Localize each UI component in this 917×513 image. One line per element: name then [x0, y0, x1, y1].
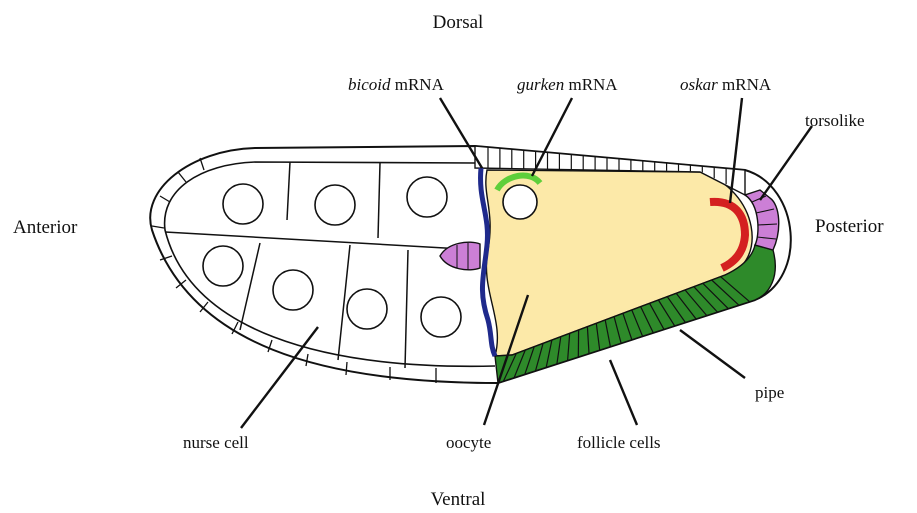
label-follicle-cells: follicle cells [577, 433, 661, 452]
label-bicoid-mrna: bicoid mRNA [348, 75, 445, 94]
label-torsolike: torsolike [805, 111, 865, 130]
label-oskar-mrna: oskar mRNA [680, 75, 772, 94]
follicle-cells-leader [610, 360, 637, 425]
label-gurken-gene: gurken [517, 75, 564, 94]
label-gurken-suffix: mRNA [564, 75, 618, 94]
label-anterior: Anterior [13, 217, 78, 238]
label-pipe: pipe [755, 383, 784, 402]
label-bicoid-gene: bicoid [348, 75, 391, 94]
label-oocyte: oocyte [446, 433, 491, 452]
label-oskar-suffix: mRNA [718, 75, 772, 94]
label-oskar-gene: oskar [680, 75, 718, 94]
pipe-leader [680, 330, 745, 378]
label-gurken-mrna: gurken mRNA [517, 75, 618, 94]
label-ventral: Ventral [431, 489, 486, 510]
oocyte-nucleus [503, 185, 537, 219]
torsolike-leader [760, 126, 812, 200]
label-posterior: Posterior [815, 216, 884, 237]
label-dorsal: Dorsal [433, 12, 484, 33]
label-bicoid-suffix: mRNA [391, 75, 445, 94]
label-nurse-cell: nurse cell [183, 433, 249, 452]
